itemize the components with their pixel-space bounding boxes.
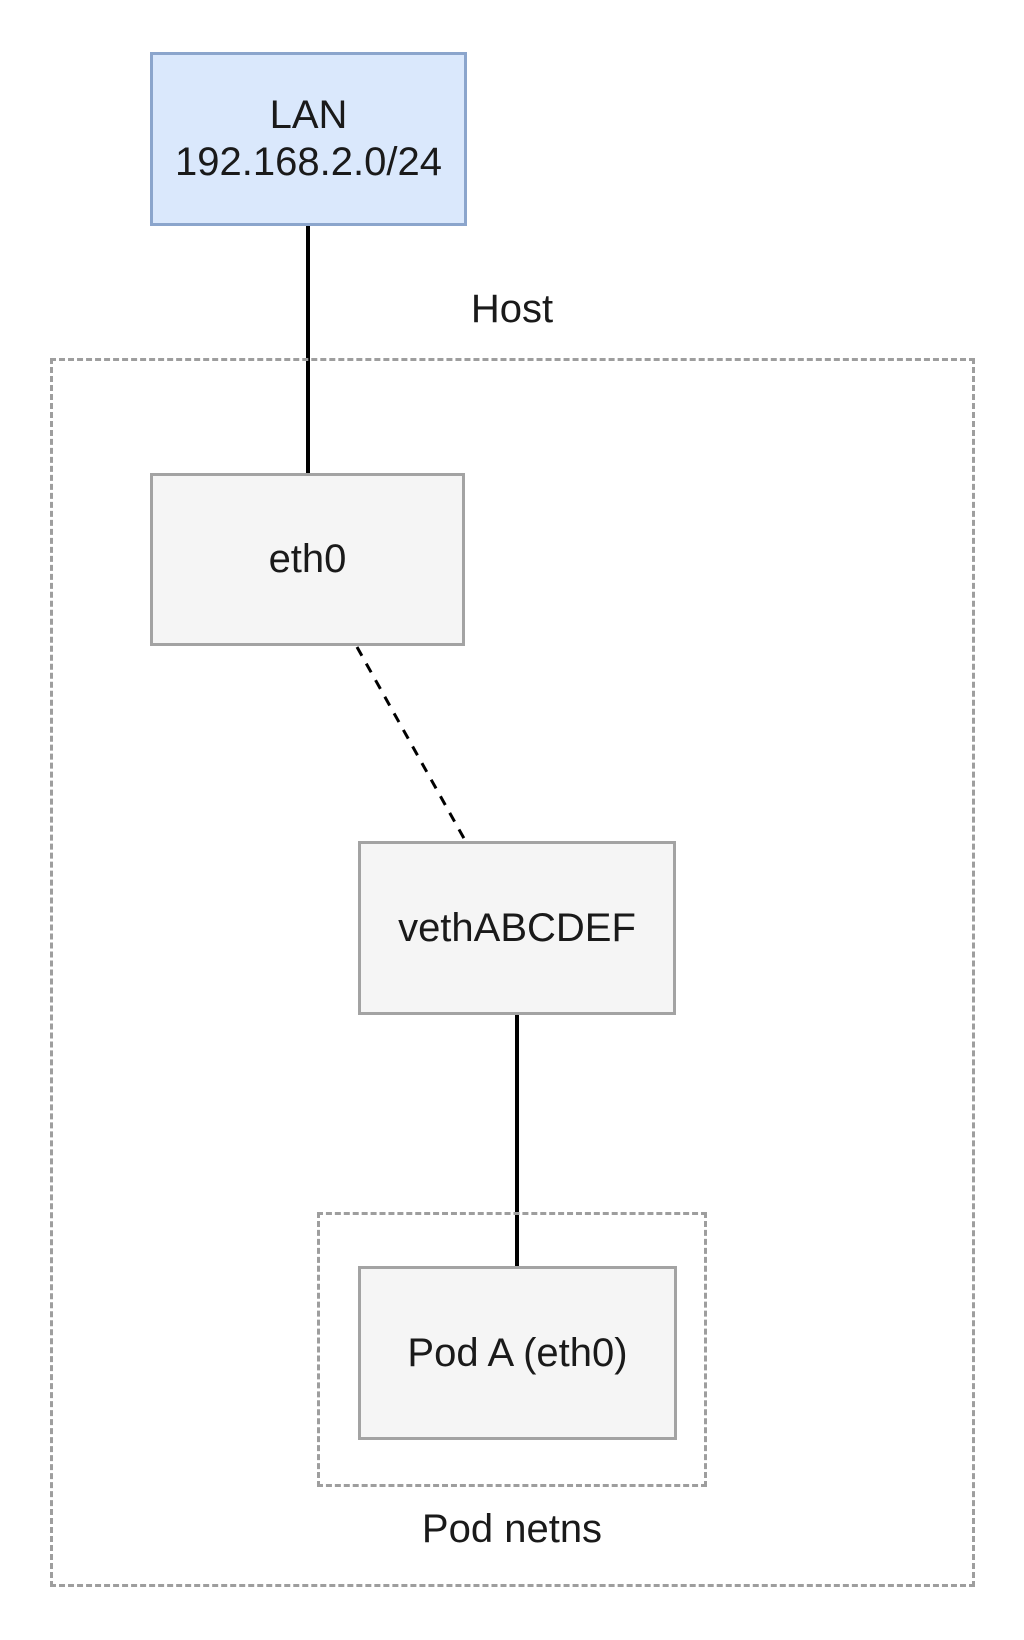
veth-label: vethABCDEF [398,905,636,950]
veth-node: vethABCDEF [358,841,676,1015]
host-label: Host [470,287,554,331]
pod-netns-container [317,1212,707,1487]
lan-subnet: 192.168.2.0/24 [175,140,442,184]
pod-netns-label: Pod netns [421,1507,603,1551]
pod-a-label: Pod A (eth0) [407,1330,628,1375]
pod-a-node: Pod A (eth0) [358,1266,677,1440]
host-namespace-container [50,358,975,1587]
eth0-label: eth0 [268,537,347,581]
lan-title: LAN [269,93,348,137]
lan-node: LAN 192.168.2.0/24 [150,52,467,226]
eth0-node: eth0 [150,473,465,646]
